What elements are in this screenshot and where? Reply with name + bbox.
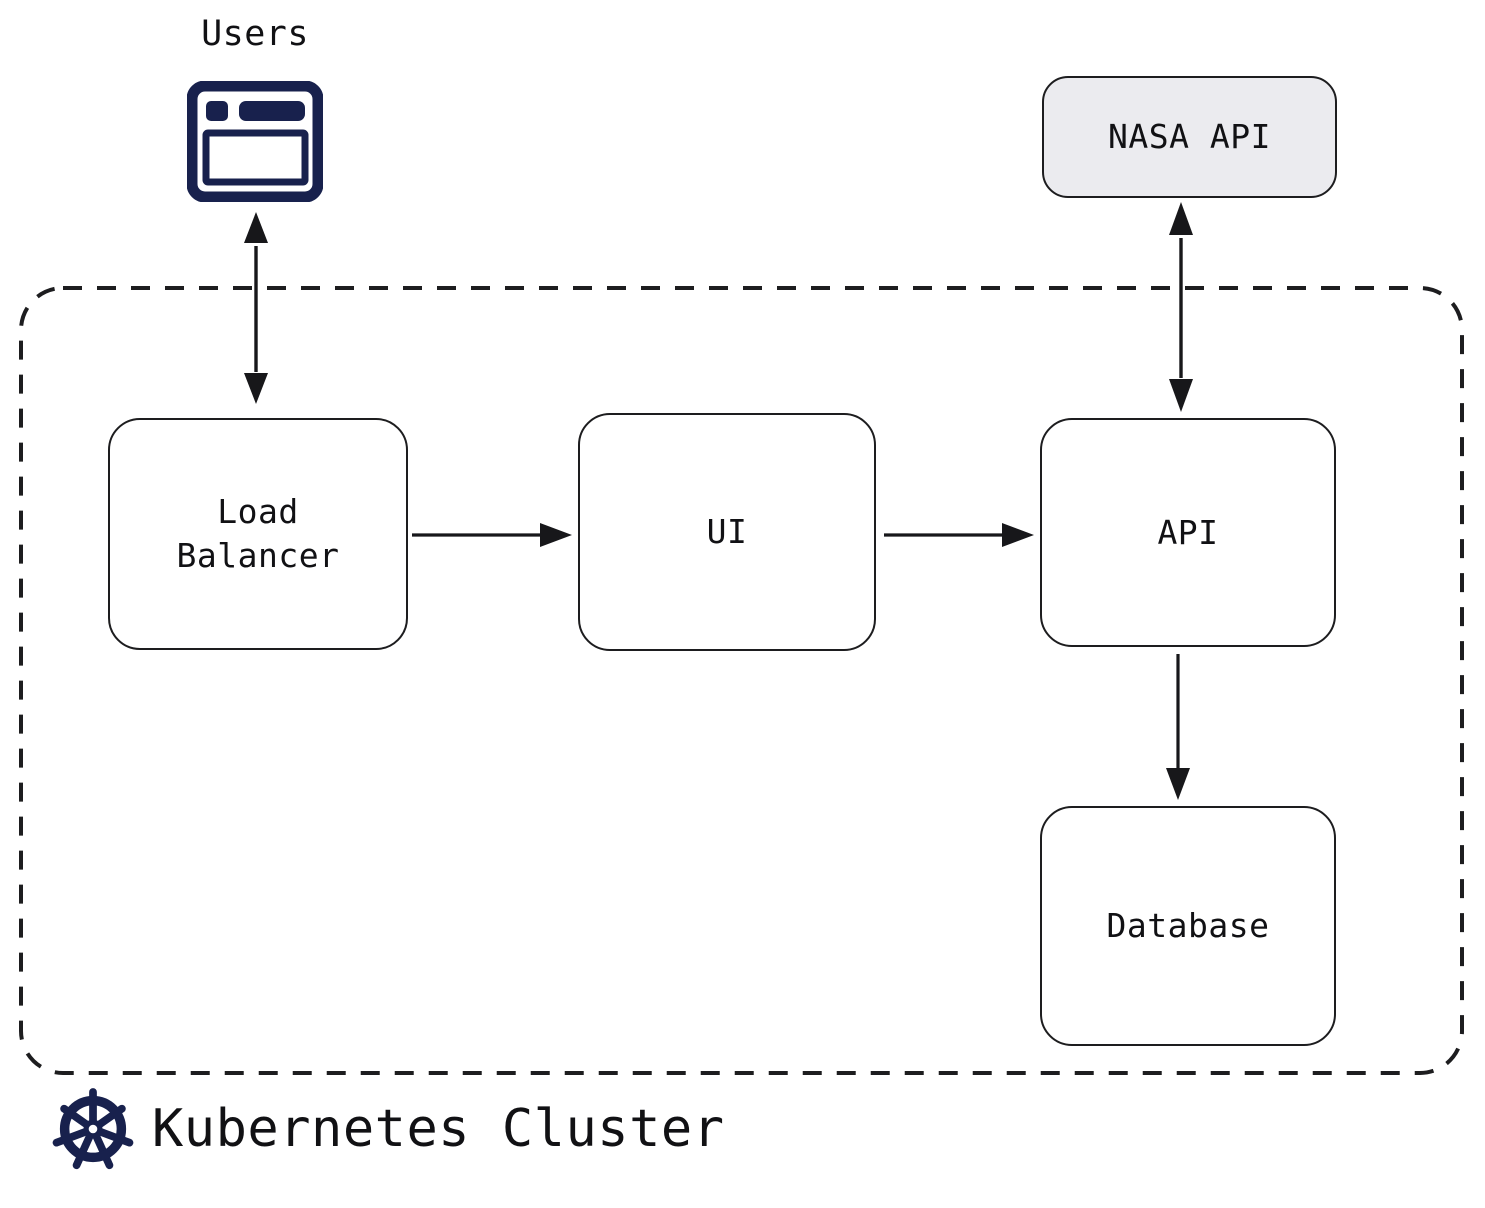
node-ui[interactable]: UI (578, 413, 876, 651)
node-ui-label: UI (706, 512, 748, 552)
connector-api-nasa-api (1169, 202, 1193, 412)
node-nasa-api-label: NASA API (1108, 117, 1271, 157)
connector-api-database (1166, 654, 1190, 800)
connector-load-balancer-ui (412, 523, 572, 547)
cluster-legend: Kubernetes Cluster (50, 1086, 725, 1172)
node-api-label: API (1157, 512, 1219, 552)
node-database-label: Database (1106, 906, 1270, 946)
node-api[interactable]: API (1040, 418, 1336, 647)
node-nasa-api[interactable]: NASA API (1042, 76, 1337, 198)
cluster-label: Kubernetes Cluster (152, 1099, 725, 1159)
kubernetes-helm-icon (52, 1088, 134, 1170)
connector-users-load-balancer (244, 212, 268, 404)
cluster-boundary (19, 286, 1464, 1075)
node-database[interactable]: Database (1040, 806, 1336, 1046)
browser-window-icon (187, 81, 323, 202)
node-load-balancer[interactable]: Load Balancer (108, 418, 408, 650)
node-load-balancer-label: Load Balancer (176, 492, 340, 575)
connector-ui-api (884, 523, 1034, 547)
users-label: Users (201, 14, 309, 54)
